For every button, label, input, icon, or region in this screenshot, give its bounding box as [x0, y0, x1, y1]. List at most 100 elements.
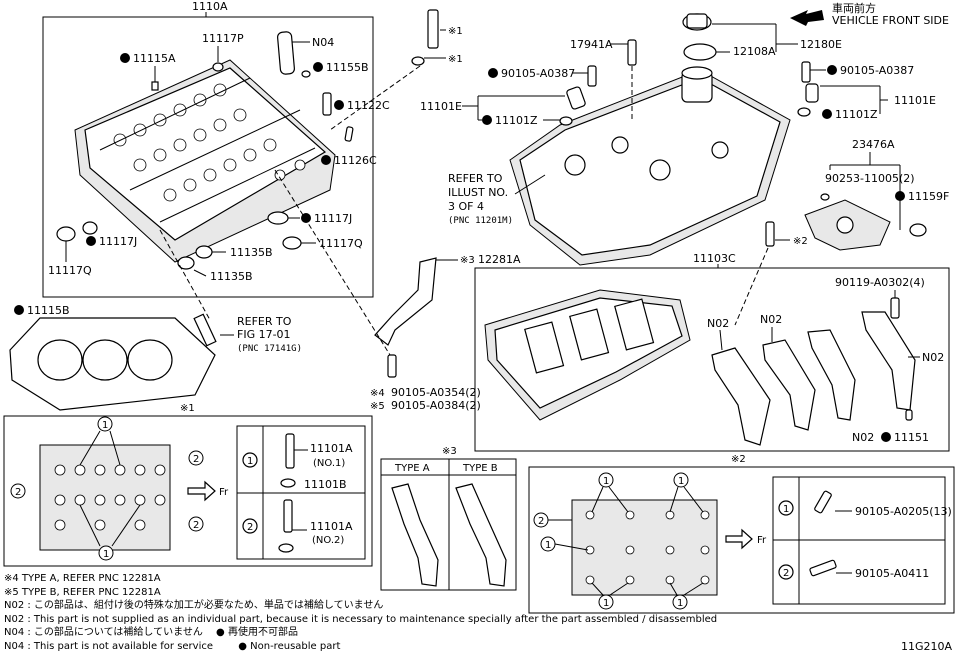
label-N02-a[interactable]: N02	[707, 317, 729, 330]
box1-11101B[interactable]: 11101B	[304, 478, 347, 491]
label-11122C[interactable]: 11122C	[347, 99, 390, 112]
label-11115B[interactable]: 11115B	[27, 304, 70, 317]
box2-fr-arrow	[725, 528, 753, 550]
label-11135B-a[interactable]: 11135B	[230, 246, 273, 259]
cylinder-head	[74, 59, 336, 263]
box2-90105-A0205[interactable]: 90105-A0205(13)	[855, 505, 952, 518]
footnotes: ※4 TYPE A, REFER PNC 12281A ※5 TYPE B, R…	[4, 572, 764, 654]
bearing-cap-set	[711, 311, 916, 446]
label-11117J-b[interactable]: 11117J	[99, 235, 137, 248]
label-11117Q-b[interactable]: 11117Q	[48, 264, 92, 277]
note-n02-jp: N02 : この部品は、組付け後の特殊な加工が必要なため、単品では補給していませ…	[4, 600, 384, 612]
label-11151[interactable]: 11151	[894, 431, 929, 444]
camshaft-housing-box	[474, 267, 950, 452]
label-12180E[interactable]: 12180E	[800, 38, 842, 51]
label-11155B[interactable]: 11155B	[326, 61, 369, 74]
ast5: ※5	[370, 401, 385, 412]
ast4: ※4	[370, 388, 385, 399]
box1-callout-2-left: 2	[15, 487, 21, 498]
label-11101E-b[interactable]: 11101E	[894, 94, 936, 107]
label-17941A[interactable]: 17941A	[570, 38, 613, 51]
box1-no1: (NO.1)	[313, 458, 345, 469]
box2-callout-1-e: 1	[677, 598, 683, 609]
box2-callout-2: 2	[538, 516, 544, 527]
label-90105-A0387-b[interactable]: 90105-A0387	[840, 64, 914, 77]
box1-callout-2-right-bottom: 2	[193, 520, 199, 531]
refer-11201M-line4[interactable]: (PNC 11201M)	[448, 216, 513, 226]
refer-11201M-line3[interactable]: 3 OF 4	[448, 200, 484, 213]
oil-control-valve	[804, 199, 891, 251]
refer-11201M-line1[interactable]: REFER TO	[448, 172, 503, 185]
label-11101Z-a[interactable]: 11101Z	[495, 114, 538, 127]
ast1-b: ※1	[448, 54, 463, 65]
ast3-a: ※3	[460, 255, 475, 266]
refer-11201M-line2[interactable]: ILLUST NO.	[448, 186, 508, 199]
label-90119-A0302[interactable]: 90119-A0302(4)	[835, 276, 925, 289]
label-12108A[interactable]: 12108A	[733, 45, 776, 58]
label-11117J-a[interactable]: 11117J	[314, 212, 352, 225]
box2-callout-1-a: 1	[603, 476, 609, 487]
legend-dot-icon: ●	[216, 627, 225, 639]
label-11135B-b[interactable]: 11135B	[210, 270, 253, 283]
box1-legend-1: 1	[247, 456, 253, 467]
label-N04[interactable]: N04	[312, 36, 334, 49]
box2-callout-1-b: 1	[678, 476, 684, 487]
cam-cover	[509, 66, 791, 266]
note-ast4: ※4 TYPE A, REFER PNC 12281A	[4, 573, 161, 584]
label-N02-d[interactable]: N02	[852, 431, 874, 444]
bracket-type-b	[455, 483, 507, 587]
label-11159F[interactable]: 11159F	[908, 190, 949, 203]
box3-title: ※3	[442, 446, 457, 457]
label-11101E-a[interactable]: 11101E	[420, 100, 462, 113]
label-1110A[interactable]: 1110A	[192, 0, 228, 13]
box1-title: ※1	[180, 403, 195, 414]
detail-box-1	[3, 415, 373, 567]
refer-17-01-line1[interactable]: REFER TO	[237, 315, 292, 328]
refer-17-01-line2[interactable]: FIG 17-01	[237, 328, 291, 341]
head-gasket	[9, 317, 216, 411]
vehicle-front-indicator	[790, 10, 824, 26]
vehicle-front-en: VEHICLE FRONT SIDE	[832, 14, 949, 27]
refer-17-01-line3[interactable]: (PNC 17141G)	[237, 344, 302, 354]
box2-callout-1-c: 1	[545, 540, 551, 551]
label-90253-11005[interactable]: 90253-11005(2)	[825, 172, 915, 185]
bracket-type-a	[391, 483, 439, 587]
label-90105-A0354[interactable]: 90105-A0354(2)	[391, 386, 481, 399]
box1-11101A-1[interactable]: 11101A	[310, 442, 353, 455]
label-11117Q-a[interactable]: 11117Q	[319, 237, 363, 250]
label-90105-A0384[interactable]: 90105-A0384(2)	[391, 399, 481, 412]
label-23476A[interactable]: 23476A	[852, 138, 895, 151]
box2-callout-1-d: 1	[603, 598, 609, 609]
note-n04-en-row: N04 : This part is not available for ser…	[4, 640, 764, 654]
label-N02-c[interactable]: N02	[922, 351, 944, 364]
note-n04-jp: N04 : この部品については補給していません	[4, 627, 203, 639]
ast2-a: ※2	[793, 236, 808, 247]
box2-fr: Fr	[757, 535, 767, 546]
note-n04-en: N04 : This part is not available for ser…	[4, 640, 214, 652]
label-90105-A0387-a[interactable]: 90105-A0387	[501, 67, 575, 80]
camshaft-housing	[484, 289, 691, 421]
label-11115A[interactable]: 11115A	[133, 52, 176, 65]
label-11117P[interactable]: 11117P	[202, 32, 244, 45]
box1-11101A-2[interactable]: 11101A	[310, 520, 353, 533]
label-N02-b[interactable]: N02	[760, 313, 782, 326]
head-bolt-pattern	[39, 444, 171, 551]
box1-legend-2: 2	[247, 522, 253, 533]
box1-no2: (NO.2)	[312, 535, 344, 546]
ast1-a: ※1	[448, 26, 463, 37]
label-11101Z-b[interactable]: 11101Z	[835, 108, 878, 121]
note-n02-en: N02 : This part is not supplied as an in…	[4, 613, 718, 625]
vehicle-front-jp: 車両前方	[832, 1, 876, 15]
type-a: TYPE A	[394, 463, 430, 474]
legend-dot-icon-2: ●	[238, 640, 247, 652]
box2-title: ※2	[731, 454, 746, 465]
box2-legend-1: 1	[783, 504, 789, 515]
label-11126C[interactable]: 11126C	[334, 154, 377, 167]
box2-90105-A0411[interactable]: 90105-A0411	[855, 567, 929, 580]
label-11103C[interactable]: 11103C	[693, 252, 736, 265]
label-12281A[interactable]: 12281A	[478, 253, 521, 266]
note-n04-jp-row: N04 : この部品については補給していません ● 再使用不可部品	[4, 626, 764, 640]
figure-code: 11G210A	[900, 640, 952, 653]
type-b: TYPE B	[462, 463, 498, 474]
